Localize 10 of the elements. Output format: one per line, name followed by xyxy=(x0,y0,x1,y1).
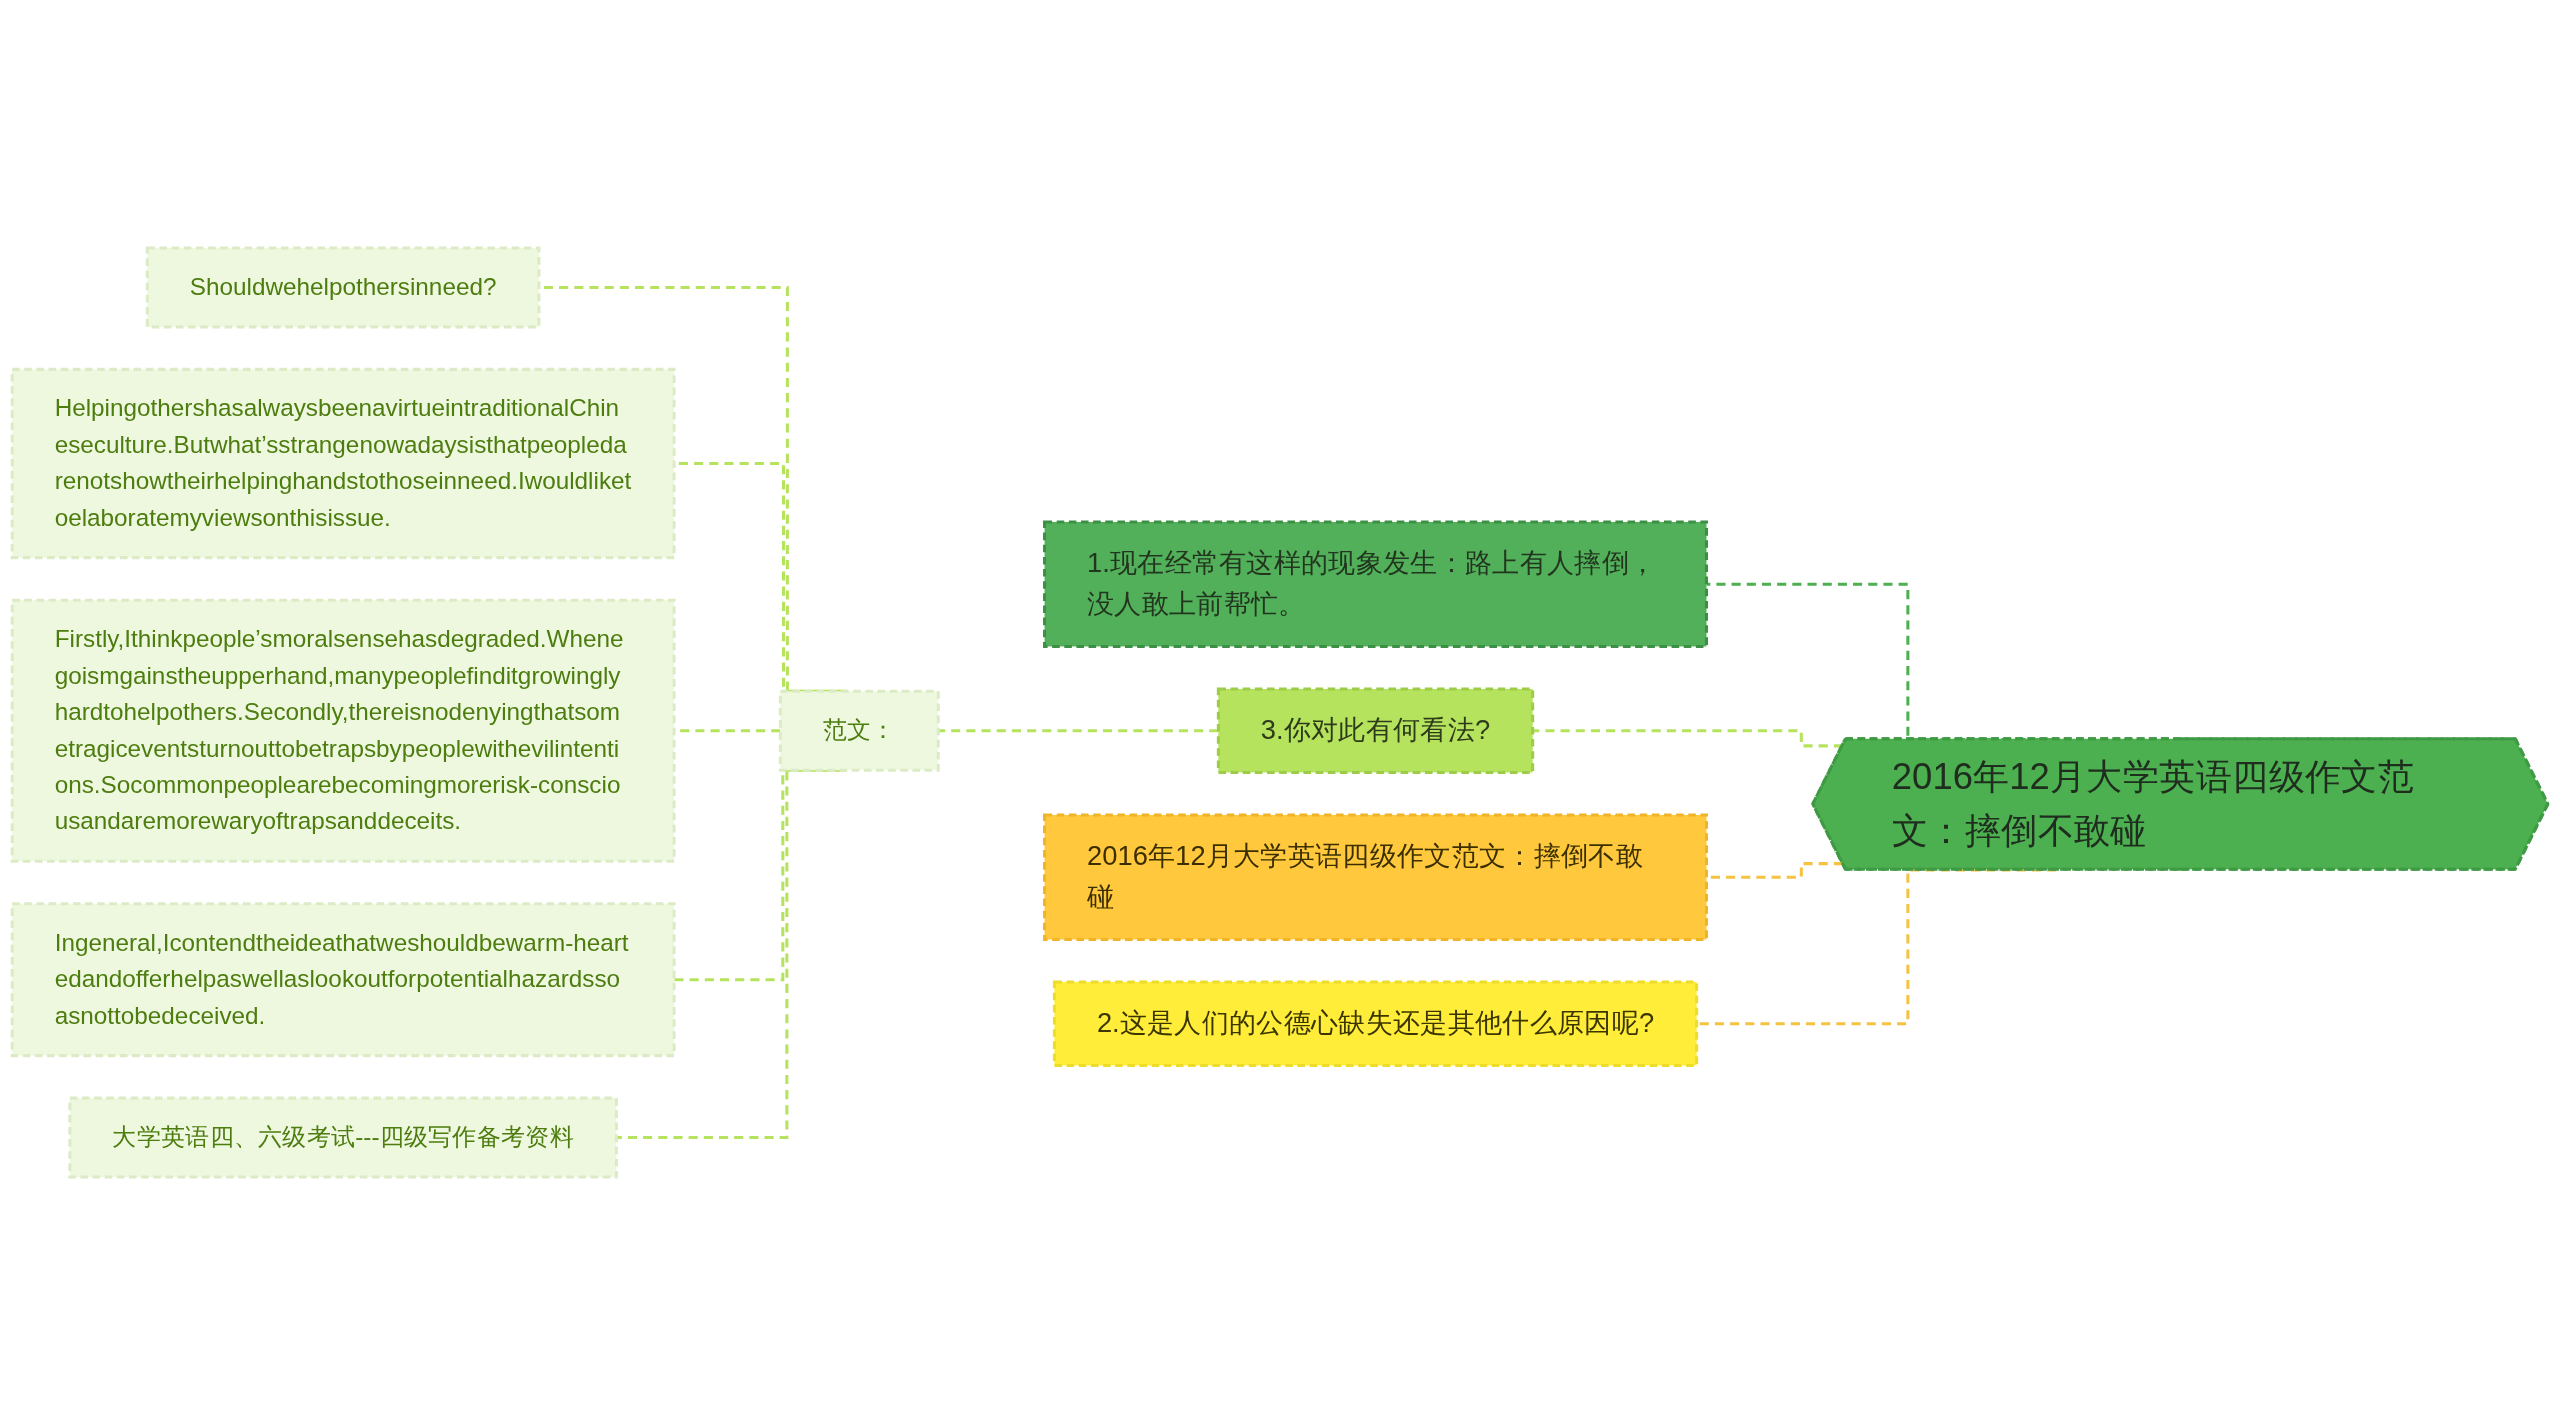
node-box: Shouldwehelpothersinneed? xyxy=(145,246,541,329)
node-box: 范文： xyxy=(778,689,940,772)
node-box: 2.这是人们的公德心缺失还是其他什么原因呢? xyxy=(1052,980,1699,1067)
node-box: 1.现在经常有这样的现象发生：路上有人摔倒，没人敢上前帮忙。 xyxy=(1043,520,1708,648)
node-box: 2016年12月大学英语四级作文范文：摔倒不敢碰 xyxy=(1043,813,1708,941)
node-box: Firstly,Ithinkpeople’smoralsensehasdegraded.Whenegoismgainstheupperhand,manypeoplefinditgrowinglyhardtohelpothers.Secondly,thereisnodenyingthatsometragiceventsturnouttobetrapsbypeoplewithevilintentions.Socommonpeoplearebecomingmorerisk-consciousandaremorewaryoftrapsanddeceits. xyxy=(10,598,676,863)
node-box: 3.你对此有何看法? xyxy=(1216,687,1535,774)
node-box: HelpingothershasalwaysbeenavirtueintraditionalChineseculture.Butwhat’sstrangenowadaysisthatpeopledarenotshowtheirhelpinghandstothoseinneed.Iwouldliketoelaboratemyviewsonthisissue. xyxy=(10,367,676,560)
node-box: 大学英语四、六级考试---四级写作备考资料 xyxy=(68,1096,618,1179)
node-box: Ingeneral,Icontendtheideathatweshouldbewarm-heartedandofferhelpaswellaslookoutforpotentialhazardssoasnottobedeceived. xyxy=(10,902,676,1058)
